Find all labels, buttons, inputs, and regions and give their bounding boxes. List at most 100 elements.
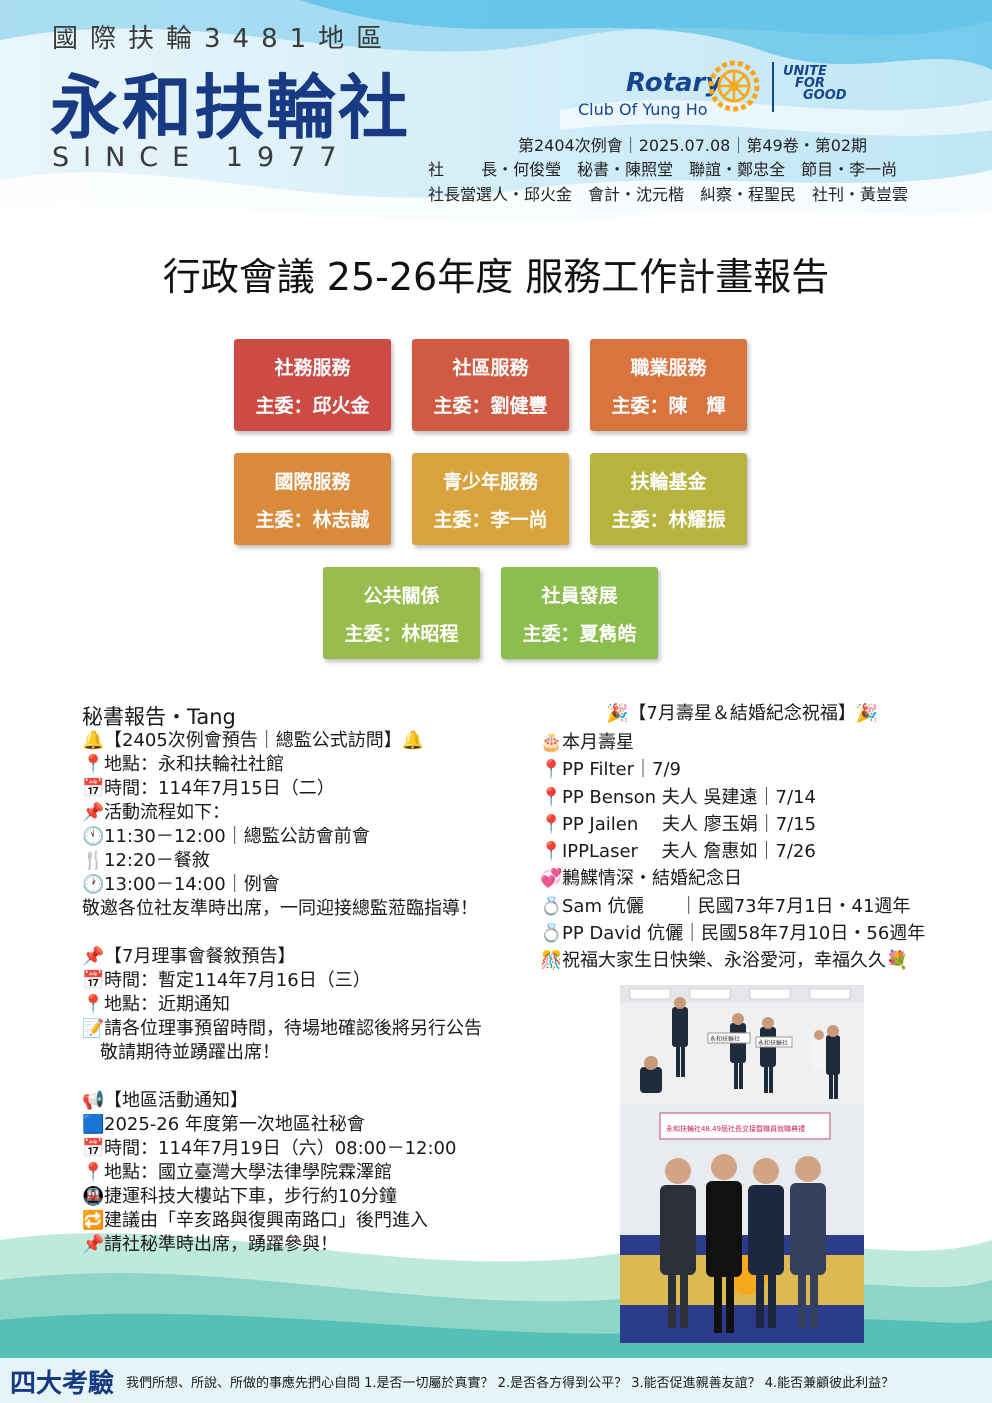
unite-line2: FOR xyxy=(795,76,825,91)
four-way-test-text: 我們所想、所說、所做的事應先捫心自問 1.是否一切屬於真實？ 2.是否各方得到公… xyxy=(126,1376,895,1391)
bullet-icon: 📍 xyxy=(540,841,563,863)
list-item-text: 【地區活動通知】 xyxy=(104,1090,248,1111)
bullet-icon: 📅 xyxy=(82,778,105,799)
list-item: 敬邀各位社友準時出席，一同迎接總監蒞臨指導！ xyxy=(82,897,482,921)
list-item xyxy=(82,921,482,945)
committee-box: 扶輪基金 主委：林耀振 xyxy=(590,453,747,545)
photo-banner-text: 永和扶輪社48.49屆社長交接暨職員就職典禮 xyxy=(666,1124,805,1133)
list-item-text: PP Filter｜7/9 xyxy=(562,759,681,781)
list-item: 📍PP Jailen 夫人 廖玉娟｜7/15 xyxy=(540,811,925,838)
photo-sign-2: 永和扶輪社 xyxy=(758,1039,788,1047)
logo-divider xyxy=(772,62,774,112)
list-item-text: 請各位理事預留時間，待場地確認後將另行公告 xyxy=(104,1018,482,1039)
list-item: 📌活動流程如下： xyxy=(82,801,482,825)
list-item: 💍Sam 伉儷 ｜民國73年7月1日・41週年 xyxy=(540,893,925,920)
list-item: 🔔【2405次例會預告｜總監公式訪問】🔔 xyxy=(82,729,482,753)
list-item: 🎂本月壽星 xyxy=(540,729,925,756)
list-item-text: 地點：近期通知 xyxy=(104,994,230,1015)
list-item xyxy=(82,1065,482,1089)
since-year: SINCE 1977 xyxy=(52,142,351,173)
committee-box: 公共關係 主委：林昭程 xyxy=(323,567,480,659)
club-name: 永和扶輪社 xyxy=(50,67,410,149)
bullet-icon: 📌 xyxy=(82,802,105,823)
committee-chair: 主委：林志誠 xyxy=(255,509,370,531)
committee-name: 社員發展 xyxy=(541,585,618,607)
list-item: 📅時間：114年7月15日（二） xyxy=(82,777,482,801)
committee-box: 社員發展 主委：夏雋皓 xyxy=(501,567,658,659)
bullet-icon: 🔁 xyxy=(82,1210,105,1231)
secretary-heading: 秘書報告・Tang xyxy=(82,705,236,729)
bullet-icon: 📅 xyxy=(82,970,105,991)
list-item: 📍地點：國立臺灣大學法律學院霖澤館 xyxy=(82,1161,482,1185)
list-item: 📝請各位理事預留時間，待場地確認後將另行公告 xyxy=(82,1017,482,1041)
list-item-text: PP Jailen 夫人 廖玉娟｜7/15 xyxy=(562,813,817,835)
committee-box: 社務服務 主委：邱火金 xyxy=(234,339,391,431)
bullet-icon: 📌 xyxy=(82,946,105,967)
committee-box: 青少年服務 主委：李一尚 xyxy=(412,453,569,545)
committee-name: 扶輪基金 xyxy=(630,471,707,493)
four-way-test-title: 四大考驗 xyxy=(10,1369,115,1399)
list-item: 📌【7月理事會餐敘預告】 xyxy=(82,945,482,969)
bullet-icon: 📍 xyxy=(540,786,563,808)
list-item: 📢【地區活動通知】 xyxy=(82,1089,482,1113)
page-title: 行政會議 25-26年度 服務工作計畫報告 xyxy=(162,255,830,299)
bullet-icon: 💍 xyxy=(540,895,563,917)
list-item-text: 【7月理事會餐敘預告】 xyxy=(104,946,296,967)
list-item-text: 敬請期待並踴躍出席！ xyxy=(82,1042,280,1063)
bullet-icon: 🔔 xyxy=(82,730,105,751)
committee-chair: 主委：劉健豐 xyxy=(433,395,548,417)
officers-line1: 社 長・何俊瑩 秘書・陳照堂 聯誼・鄭忠全 節目・李一尚 xyxy=(428,160,898,179)
rotary-club-subtitle: Club Of Yung Ho xyxy=(578,100,708,119)
committee-chair: 主委：邱火金 xyxy=(255,395,370,417)
bullet-icon: 🕐 xyxy=(82,874,105,895)
list-item-text: 祝福大家生日快樂、永浴愛河，幸福久久💐 xyxy=(562,950,909,972)
committee-chair: 主委：林耀振 xyxy=(611,509,726,531)
list-item: 🎊祝福大家生日快樂、永浴愛河，幸福久久💐 xyxy=(540,947,925,974)
list-item: 📍地點：近期通知 xyxy=(82,993,482,1017)
committee-box: 職業服務 主委：陳 輝 xyxy=(590,339,747,431)
list-item-text: 時間：114年7月19日（六）08:00－12:00 xyxy=(104,1138,457,1159)
bullet-icon: 📅 xyxy=(82,1138,105,1159)
list-item-text: 敬邀各位社友準時出席，一同迎接總監蒞臨指導！ xyxy=(82,898,478,919)
birthday-heading: 🎉【7月壽星＆結婚紀念祝福】🎉 xyxy=(606,703,879,724)
unite-line1: UNITE xyxy=(783,64,828,79)
committee-name: 社區服務 xyxy=(452,357,529,379)
list-item-text: 13:00－14:00｜例會 xyxy=(104,874,280,895)
list-item: 📍地點：永和扶輪社社館 xyxy=(82,753,482,777)
secretary-report: 🔔【2405次例會預告｜總監公式訪問】🔔📍地點：永和扶輪社社館📅時間：114年7… xyxy=(82,729,482,1257)
list-item: 💍PP David 伉儷｜民國58年7月10日・56週年 xyxy=(540,920,925,947)
list-item-text: 本月壽星 xyxy=(562,732,634,753)
list-item-text: 時間：114年7月15日（二） xyxy=(104,778,335,799)
bullet-icon: 🎂 xyxy=(540,732,563,753)
rotary-logo-text: Rotary xyxy=(626,68,723,98)
committee-name: 公共關係 xyxy=(363,585,440,607)
list-item-text: 地點：永和扶輪社社館 xyxy=(104,754,284,775)
list-item: 📍PP Filter｜7/9 xyxy=(540,756,925,783)
list-item: 📍PP Benson 夫人 吳建遠｜7/14 xyxy=(540,784,925,811)
bullet-icon: 📍 xyxy=(540,813,563,835)
bullet-icon: 💞 xyxy=(540,868,563,890)
list-item: 🔁建議由「辛亥路與復興南路口」後門進入 xyxy=(82,1209,482,1233)
list-item: 📌請社秘準時出席，踴躍參與！ xyxy=(82,1233,482,1257)
list-item-text: 請社秘準時出席，踴躍參與！ xyxy=(104,1234,338,1255)
bullet-icon: 🚇 xyxy=(82,1186,105,1207)
bullet-icon: 🎊 xyxy=(540,950,563,972)
list-item: 💞鶼鰈情深・結婚紀念日 xyxy=(540,865,925,892)
rotary-wheel-icon xyxy=(708,60,760,112)
committee-chair: 主委：林昭程 xyxy=(344,623,459,645)
unite-for-good-logo: UNITE FOR GOOD xyxy=(783,64,847,102)
list-item-text: IPPLaser 夫人 詹惠如｜7/26 xyxy=(562,841,816,863)
list-item-text: 12:20－餐敘 xyxy=(104,850,210,871)
committee-name: 職業服務 xyxy=(630,357,707,379)
bullet-icon: 📍 xyxy=(82,1162,105,1183)
list-item-text: Sam 伉儷 ｜民國73年7月1日・41週年 xyxy=(562,895,911,917)
list-item: 📅時間：暫定114年7月16日（三） xyxy=(82,969,482,993)
list-item-text: 鶼鰈情深・結婚紀念日 xyxy=(562,868,742,890)
bullet-icon: 📢 xyxy=(82,1090,105,1111)
list-item: 📅時間：114年7月19日（六）08:00－12:00 xyxy=(82,1137,482,1161)
issue-info: 第2404次例會｜2025.07.08｜第49卷・第02期 xyxy=(518,136,868,155)
birthday-list: 🎂本月壽星📍PP Filter｜7/9📍PP Benson 夫人 吳建遠｜7/1… xyxy=(540,729,925,975)
bullet-icon: 📍 xyxy=(82,994,105,1015)
bullet-icon: 📝 xyxy=(82,1018,105,1039)
committee-chair: 主委：李一尚 xyxy=(433,509,548,531)
